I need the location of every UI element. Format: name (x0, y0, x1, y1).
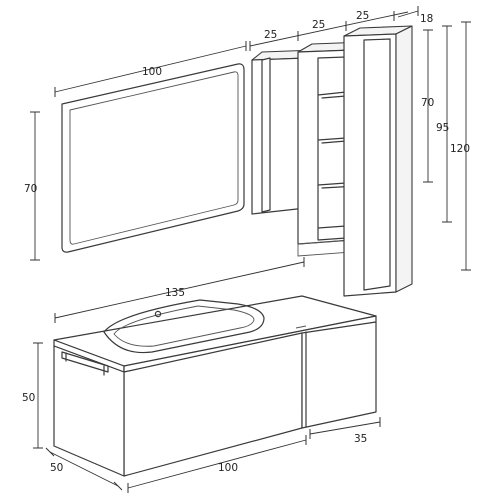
mirror-width-label: 100 (142, 66, 162, 78)
base-width-dimension: 100 (127, 435, 307, 493)
towel-rail (61, 351, 109, 373)
side-width-dimension: 35 (309, 417, 381, 445)
height-120-label: 120 (450, 143, 470, 155)
open-shelf-unit (297, 41, 367, 257)
tall-column (343, 25, 413, 297)
height-70-label: 70 (421, 97, 434, 109)
faucet-hole (154, 310, 162, 318)
mirror (61, 63, 245, 253)
side-width-label: 35 (354, 433, 367, 445)
top-width-label-3: 25 (356, 10, 369, 22)
mirror-width-dimension: 100 (54, 41, 247, 97)
height-95-label: 95 (436, 122, 449, 134)
top-width-label-2: 25 (312, 19, 325, 31)
base-width-label: 100 (218, 462, 238, 474)
top-width-label-1: 25 (264, 29, 277, 41)
mirror-height-label: 70 (24, 183, 37, 195)
base-height-label: 50 (22, 392, 35, 404)
column-depth-label: 18 (420, 13, 433, 25)
base-cabinet (53, 321, 377, 477)
height-dimensions: 70 95 120 (421, 21, 471, 271)
counter-width-dimension: 135 (54, 257, 305, 323)
base-depth-label: 50 (50, 462, 63, 474)
base-height-dimension: 50 (22, 342, 43, 449)
counter-width-label: 135 (165, 287, 185, 299)
top-width-dimensions: 25 25 25 18 (249, 6, 433, 51)
base-depth-dimension: 50 (45, 447, 123, 491)
mirror-height-dimension: 70 (24, 111, 40, 261)
